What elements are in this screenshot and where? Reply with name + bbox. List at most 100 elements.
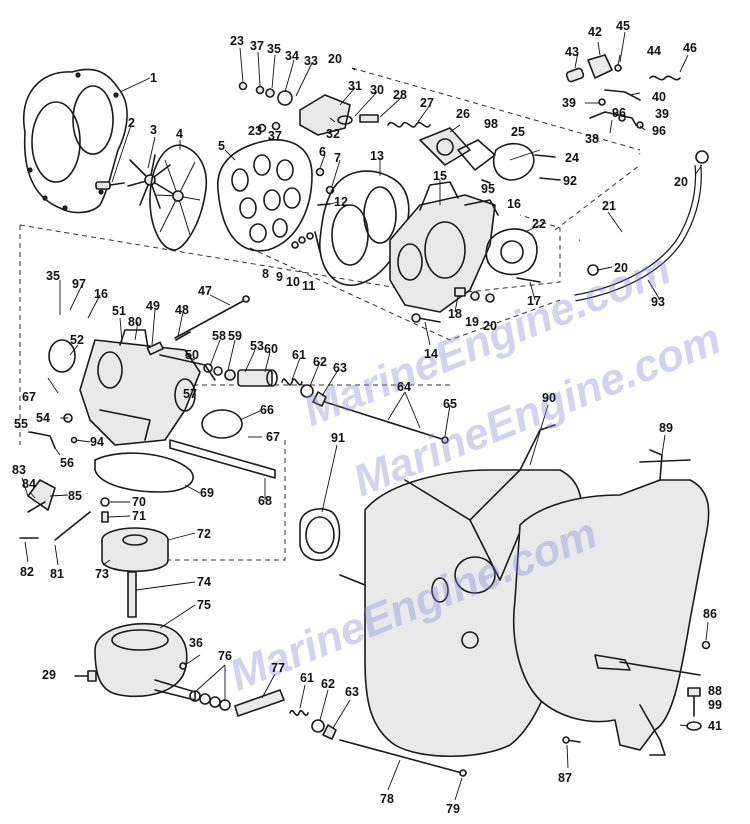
callout-80: 80 [128,315,142,329]
callout-93: 93 [651,295,665,309]
callout-58: 58 [212,329,226,343]
callout-41: 41 [708,719,722,733]
callout-9: 9 [276,270,283,284]
o-rings-76 [189,690,231,711]
reed-stop-4 [149,144,207,251]
callout-10: 10 [286,275,300,289]
callout-50: 50 [185,348,199,362]
gasket-1 [22,68,128,214]
callout-61a: 61 [292,348,306,362]
callout-6: 6 [319,145,326,159]
callout-25: 25 [511,125,525,139]
callout-39a: 39 [562,96,576,110]
callout-75: 75 [197,598,211,612]
callout-85: 85 [68,489,82,503]
float-72 [101,527,169,573]
callout-99: 99 [708,698,722,712]
callout-49: 49 [146,299,160,313]
callout-46: 46 [683,41,697,55]
hose-21 [579,152,653,243]
callout-26: 26 [456,107,470,121]
callout-54: 54 [36,411,50,425]
callout-4: 4 [176,127,183,141]
screw-36 [179,662,187,670]
bolt-88 [619,661,701,676]
callout-31: 31 [348,79,362,93]
callout-76: 76 [218,649,232,663]
callout-78: 78 [380,792,394,806]
callout-83: 83 [12,463,26,477]
screw-2 [95,181,125,190]
callout-56: 56 [60,456,74,470]
callout-87: 87 [558,771,572,785]
callout-53: 53 [250,339,264,353]
callout-92: 92 [563,174,577,188]
callout-43: 43 [565,45,579,59]
callout-20b: 20 [674,175,688,189]
callout-73: 73 [95,567,109,581]
leader-lines [21,31,709,801]
callout-62b: 62 [321,677,335,691]
callout-18: 18 [448,307,462,321]
callout-48: 48 [175,303,189,317]
gasket-13 [319,170,410,286]
callout-21: 21 [602,199,616,213]
callout-24: 24 [565,151,579,165]
screw-87 [562,736,581,744]
linkage-68 [169,439,276,479]
callout-82: 82 [20,565,34,579]
callout-11: 11 [302,279,315,293]
callout-20a: 20 [328,52,342,66]
callout-32: 32 [326,127,340,141]
callout-95: 95 [481,182,495,196]
callout-7: 7 [334,151,341,165]
callout-63a: 63 [333,361,347,375]
callout-98: 98 [484,117,498,131]
callout-72: 72 [197,527,211,541]
callout-59: 59 [228,329,242,343]
callout-1: 1 [150,71,157,85]
pump-parts-48-60 [146,331,278,387]
callout-2: 2 [128,116,135,130]
cover-66 [201,409,243,439]
rod-64 [324,401,446,441]
callout-39b: 39 [655,107,669,121]
carburetor-assembly [79,329,216,446]
callout-40: 40 [652,90,666,104]
callout-20d: 20 [483,319,497,333]
callout-63b: 63 [345,685,359,699]
part-86 [701,640,711,650]
callout-13: 13 [370,149,384,163]
fuel-pump-parts [238,81,561,184]
callout-89: 89 [659,421,673,435]
lever-83-85 [27,479,56,513]
callout-71: 71 [132,509,146,523]
screws-81-82 [19,511,91,541]
callout-96a: 96 [612,106,626,120]
rod-78 [339,739,463,774]
callout-90: 90 [542,391,556,405]
choke-parts [565,54,681,129]
callout-91: 91 [331,431,345,445]
callout-37a: 37 [250,39,264,53]
callout-35a: 35 [267,42,281,56]
callout-84: 84 [22,477,36,491]
callout-61b: 61 [300,671,314,685]
callout-36: 36 [189,636,203,650]
reed-plate-5 [217,139,313,252]
callout-23a: 23 [230,34,244,48]
callout-44: 44 [647,44,661,58]
callout-16b: 16 [94,287,108,301]
hose-93 [574,164,702,302]
callout-35b: 35 [46,269,60,283]
callout-62a: 62 [313,355,327,369]
callout-33: 33 [304,54,318,68]
pin-17 [516,277,541,283]
callout-68: 68 [258,494,272,508]
callout-52: 52 [70,333,84,347]
spring-61b [289,709,309,717]
tube-74 [127,571,137,618]
small-screws-6-12 [291,167,335,253]
callout-96b: 96 [652,124,666,138]
